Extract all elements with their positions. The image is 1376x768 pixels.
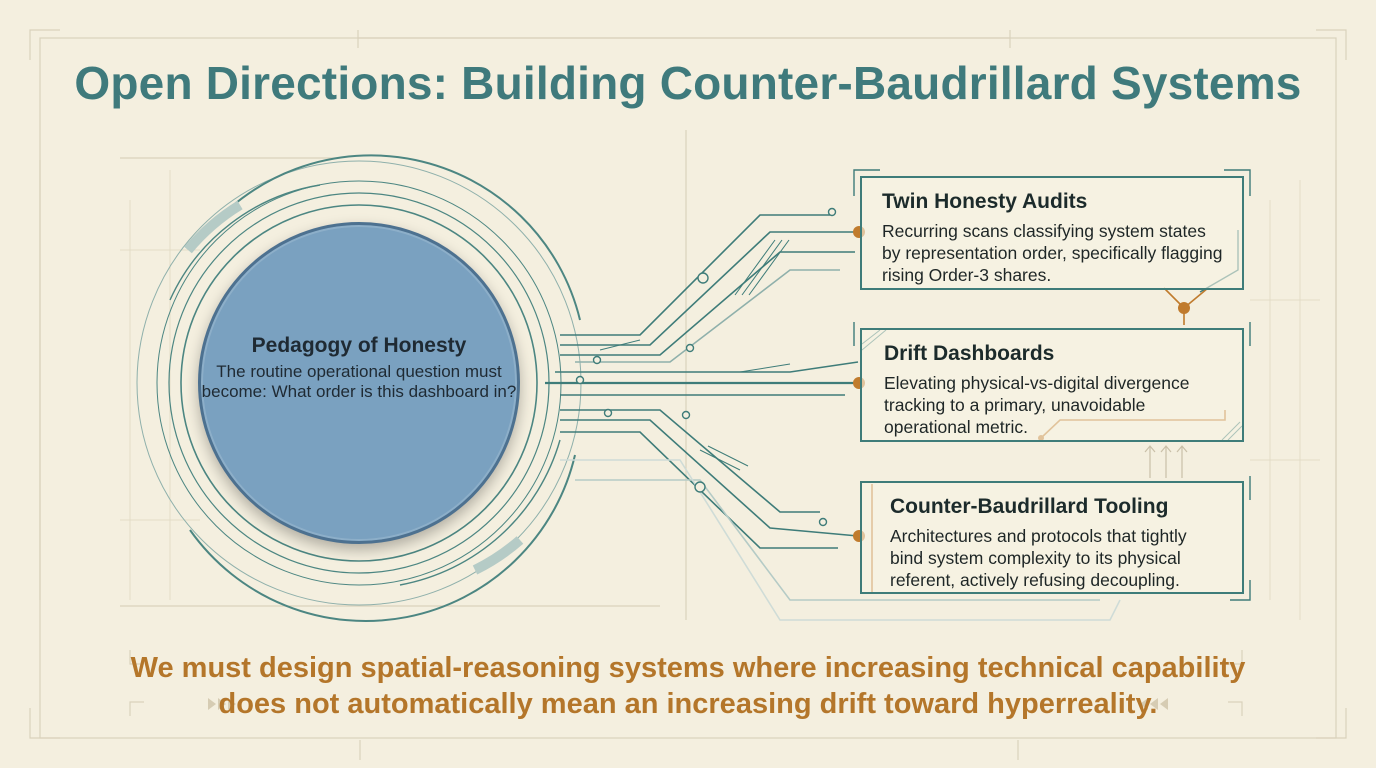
- card-body: Architectures and protocols that tightly…: [890, 526, 1187, 590]
- grid-lines: [120, 170, 1320, 620]
- card-title: Counter-Baudrillard Tooling: [890, 495, 1169, 518]
- card-title: Drift Dashboards: [884, 342, 1055, 365]
- card-counter-baudrillard-tooling: Counter-Baudrillard Tooling Architecture…: [860, 481, 1244, 594]
- footer-line-2: does not automatically mean an increasin…: [218, 688, 1158, 720]
- hub-body: The routine operational question must be…: [201, 362, 517, 401]
- card-drift-dashboards: Drift Dashboards Elevating physical-vs-d…: [860, 328, 1244, 442]
- hatch-marks: [599, 239, 791, 471]
- connector-nodes: [575, 207, 837, 527]
- card-title: Twin Honesty Audits: [882, 190, 1088, 213]
- slide-title: Open Directions: Building Counter-Baudri…: [74, 57, 1302, 109]
- card-twin-honesty-audits: Twin Honesty Audits Recurring scans clas…: [860, 176, 1244, 290]
- blueprint-frame: [29, 29, 1347, 760]
- hub-title: Pedagogy of Honesty: [251, 334, 467, 357]
- card-body: Elevating physical-vs-digital divergence…: [884, 373, 1190, 437]
- hub-content: Pedagogy of Honesty The routine operatio…: [200, 334, 518, 402]
- footer-statement: We must design spatial-reasoning systems…: [0, 650, 1376, 722]
- hub-circle: [198, 222, 520, 544]
- card-body: Recurring scans classifying system state…: [882, 221, 1223, 285]
- up-arrows: [1144, 445, 1188, 478]
- footer-ornaments: [208, 698, 1168, 710]
- footer-line-1: We must design spatial-reasoning systems…: [130, 652, 1246, 684]
